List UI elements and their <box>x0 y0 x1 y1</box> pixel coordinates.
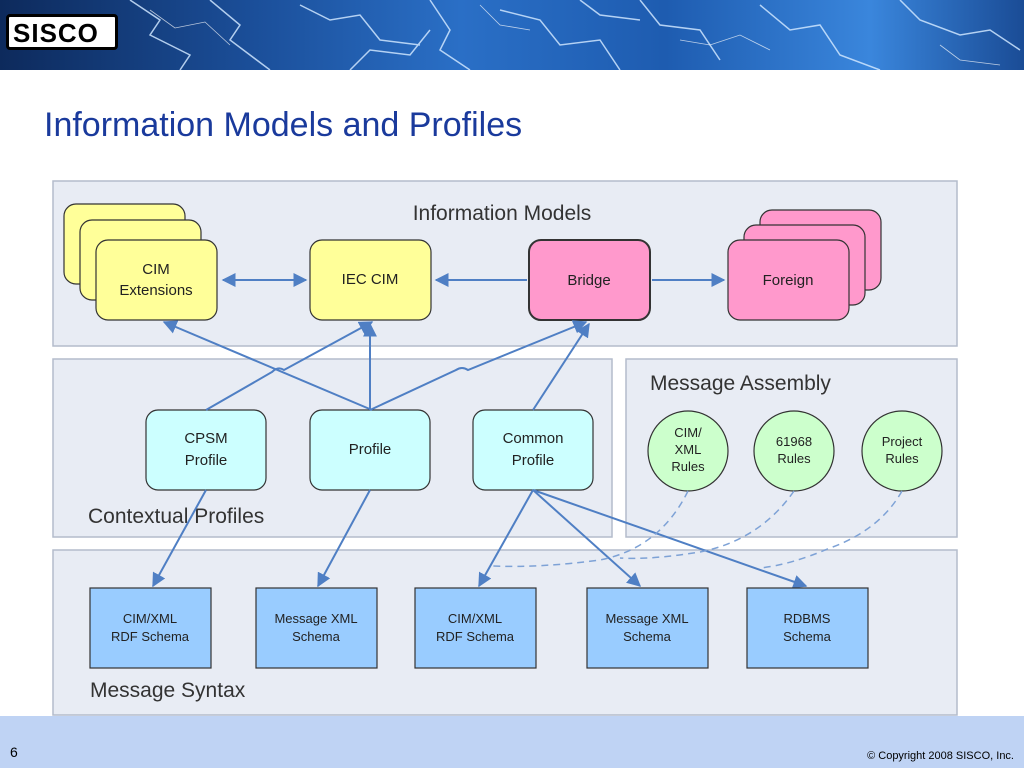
bridge-label: Bridge <box>567 272 610 289</box>
syntax5-line2: Schema <box>783 629 831 644</box>
syntax1-line2: RDF Schema <box>111 629 190 644</box>
syntax3-line2: RDF Schema <box>436 629 515 644</box>
61968-rules-line2: Rules <box>777 451 811 466</box>
bridge-box <box>528 239 651 321</box>
cim-extensions-box <box>95 239 218 321</box>
cpsm-profile-line2: Profile <box>185 452 228 469</box>
syntax-message-xml-1 <box>255 587 378 669</box>
page-number: 6 <box>10 744 18 760</box>
cim-xml-rules-line2: XML <box>675 442 702 457</box>
message-syntax-label: Message Syntax <box>90 679 246 702</box>
cim-xml-rules-line3: Rules <box>671 459 705 474</box>
copyright-text: © Copyright 2008 SISCO, Inc. <box>867 750 1014 762</box>
syntax2-line2: Schema <box>292 629 340 644</box>
syntax1-line1: CIM/XML <box>123 611 177 626</box>
syntax3-line1: CIM/XML <box>448 611 502 626</box>
syntax-message-xml-2 <box>586 587 709 669</box>
information-models-label: Information Models <box>413 202 592 225</box>
header-banner: SISCO <box>0 0 1024 70</box>
logo-text: SISCO <box>13 18 99 48</box>
architecture-diagram: Information Models Contextual Profiles M… <box>52 180 958 716</box>
syntax-rdbms <box>746 587 869 669</box>
message-assembly-label: Message Assembly <box>650 372 831 395</box>
syntax-cim-xml-rdf-2 <box>414 587 537 669</box>
cpsm-profile-box <box>145 409 267 491</box>
common-profile-line2: Profile <box>512 452 555 469</box>
syntax5-line1: RDBMS <box>784 611 831 626</box>
lightning-decoration <box>129 0 1021 70</box>
foreign-label: Foreign <box>763 272 814 289</box>
profile-label: Profile <box>349 441 392 458</box>
footer-bar <box>0 716 1024 768</box>
project-rules-line2: Rules <box>885 451 919 466</box>
common-profile-line1: Common <box>503 430 564 447</box>
cim-extensions-line2: Extensions <box>119 282 192 299</box>
contextual-profiles-label: Contextual Profiles <box>88 505 264 528</box>
syntax2-line1: Message XML <box>274 611 357 626</box>
cim-xml-rules-line1: CIM/ <box>674 425 702 440</box>
project-rules-line1: Project <box>882 434 923 449</box>
iec-cim-label: IEC CIM <box>342 271 399 288</box>
syntax4-line1: Message XML <box>605 611 688 626</box>
cpsm-profile-line1: CPSM <box>184 430 227 447</box>
common-profile-box <box>472 409 594 491</box>
cim-extensions-line1: CIM <box>142 261 170 278</box>
slide-title: Information Models and Profiles <box>44 106 523 144</box>
61968-rules-line1: 61968 <box>776 434 812 449</box>
syntax-cim-xml-rdf-1 <box>89 587 212 669</box>
syntax4-line2: Schema <box>623 629 671 644</box>
sisco-logo: SISCO <box>6 14 118 50</box>
iec-cim-box <box>309 239 432 321</box>
foreign-box <box>727 239 850 321</box>
